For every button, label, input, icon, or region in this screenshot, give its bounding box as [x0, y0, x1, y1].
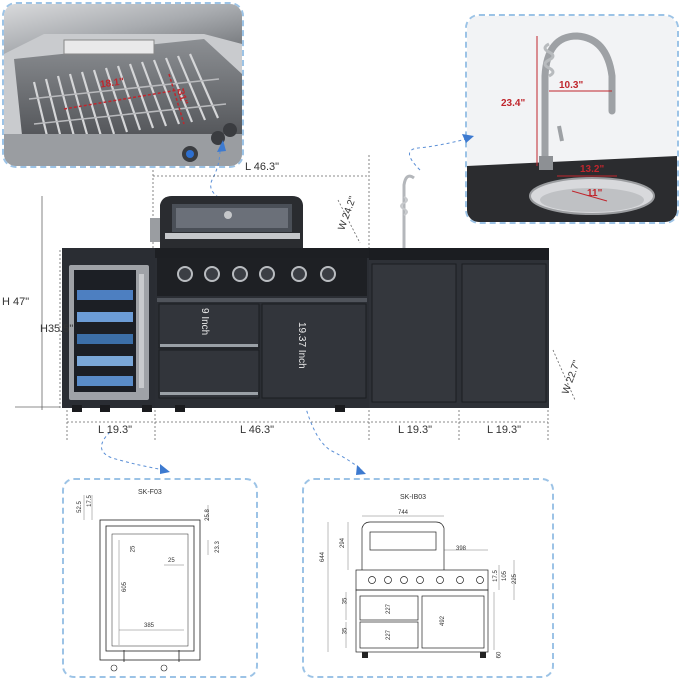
dim-drawer-height: 9 Inch [199, 308, 210, 336]
fridge-glass [74, 270, 136, 392]
grill-plan-frame: SK-IB03 744 294 398 644 17.5 105 225 3 [302, 478, 554, 678]
fridge-dim-6: 23.3 [214, 541, 221, 553]
fridge-dim-8: 385 [144, 623, 155, 629]
dim-bottom-1: L 19.3" [98, 424, 133, 436]
grill-dim-4: 644 [320, 551, 327, 563]
dim-bottom-3: L 19.3" [398, 424, 433, 436]
grill-dim-3: 398 [456, 546, 467, 552]
dim-bottom-4: L 19.3" [487, 424, 522, 436]
grill-dim-7: 225 [512, 573, 519, 585]
dim-height-fridge: H35.5" [40, 323, 74, 335]
sink-width-label: 13.2" [580, 164, 605, 175]
dim-door-height: 19.37 Inch [296, 322, 307, 369]
grill-dim-1: 744 [398, 510, 409, 516]
end-door [461, 263, 547, 403]
grill-dim-12: 227 [386, 629, 393, 641]
dim-height-total: H 47" [2, 296, 30, 308]
dim-bottom-2: L 46.3" [240, 424, 275, 436]
grill-dim-6: 105 [502, 570, 509, 582]
grill-photo [4, 4, 242, 166]
fridge-dim-7: 605 [122, 581, 129, 593]
faucet-height-label: 23.4" [501, 98, 526, 109]
faucet-photo [467, 16, 677, 222]
fridge-plan-frame: SK-F03 52.5 17.5 25.8 25 25 23.3 605 385 [62, 478, 258, 678]
cabinet-feet [72, 405, 345, 412]
dim-top-length: L 46.3" [245, 161, 280, 173]
fridge-dim-2: 17.5 [86, 495, 93, 507]
fridge-handle [139, 274, 144, 388]
grill-dim-13: 60 [496, 651, 503, 659]
grill-plan-title: SK-IB03 [400, 494, 427, 501]
fridge-cans [77, 290, 133, 386]
grill-dim-9: 227 [386, 603, 393, 615]
control-knobs [177, 266, 336, 282]
fridge-plan-drawing [83, 495, 209, 672]
sink-depth-label: 11" [587, 188, 603, 199]
fridge-dim-5: 25 [168, 558, 175, 564]
fridge-plan-title: SK-F03 [138, 489, 162, 496]
drawer-bottom [158, 349, 260, 399]
grill-dim-2: 294 [340, 537, 347, 549]
grill-dim-5: 17.5 [492, 570, 499, 582]
fridge-dim-1: 52.5 [76, 501, 83, 513]
faucet-reach-label: 10.3" [559, 80, 584, 91]
grill-photo-frame: 18.1" 31" [2, 2, 244, 168]
faucet-photo-frame: 23.4" 10.3" 13.2" 11" [465, 14, 679, 224]
fridge-dim-3: 25.8 [204, 509, 211, 521]
faucet-small [402, 174, 415, 248]
grill-dim-10: 492 [440, 615, 447, 627]
grill-door [261, 303, 367, 399]
grill-dim-11: 35 [342, 627, 349, 635]
grill-dim-8: 35 [342, 597, 349, 605]
dimension-lines [15, 155, 576, 440]
fridge-dim-4: 25 [130, 545, 137, 553]
sink-door [371, 263, 457, 403]
drawer-top [158, 303, 260, 349]
grill-plan-drawing [327, 515, 515, 658]
